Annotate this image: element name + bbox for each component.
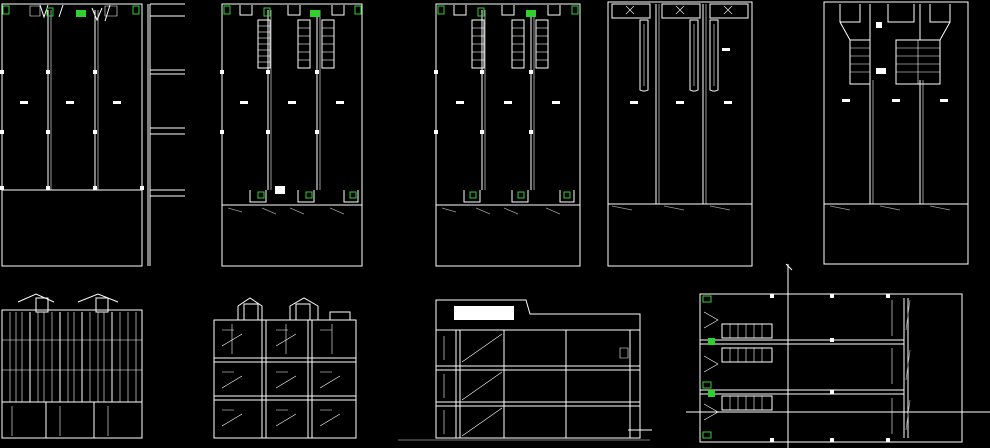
floor-plan-first xyxy=(220,4,362,266)
section-longitudinal xyxy=(398,300,652,440)
elevation-front xyxy=(2,294,142,438)
fixture-symbol-icon xyxy=(3,6,9,14)
section-transverse xyxy=(214,298,356,438)
floor-plan-terrace xyxy=(824,2,968,264)
floor-plan-rotated xyxy=(686,264,990,448)
floor-plan-roof xyxy=(608,2,752,266)
staircase-icon xyxy=(258,20,270,68)
floor-plan-ground xyxy=(0,4,185,266)
floor-plan-second xyxy=(434,4,580,266)
